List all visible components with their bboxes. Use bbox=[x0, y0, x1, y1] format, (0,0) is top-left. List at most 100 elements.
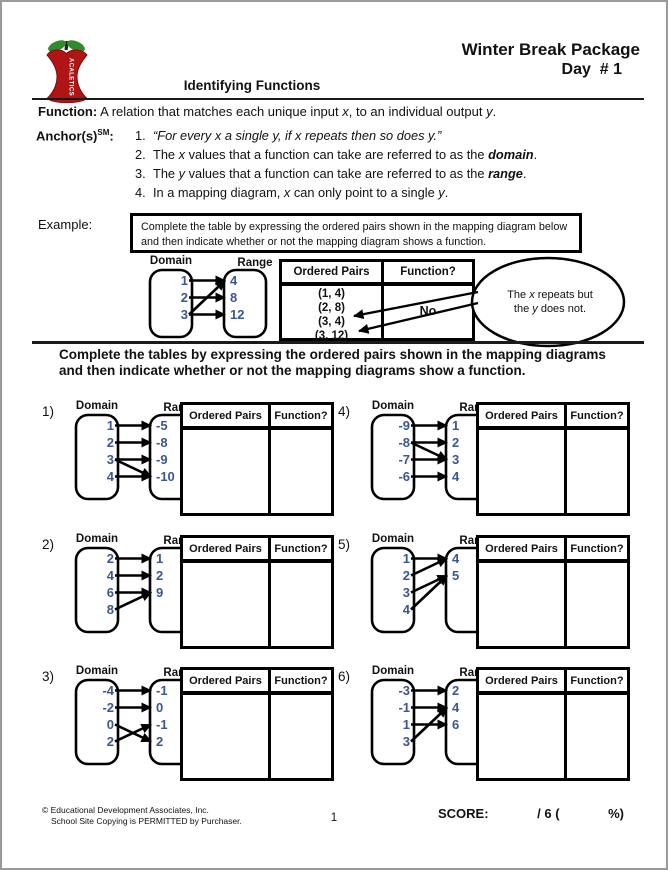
callout-ellipse bbox=[470, 256, 626, 348]
score-line: SCORE: / 6 ( %) bbox=[438, 806, 624, 821]
function-definition: Function: A relation that matches each u… bbox=[38, 104, 497, 119]
domain-label: Domain bbox=[150, 255, 192, 267]
ordered-pairs-input-cell[interactable] bbox=[479, 430, 567, 513]
range-value: 9 bbox=[156, 585, 163, 600]
range-value: 2 bbox=[156, 734, 163, 749]
domain-value: -6 bbox=[398, 469, 410, 484]
callout-arrow bbox=[358, 301, 479, 334]
example-label: Example: bbox=[38, 217, 93, 232]
document-title-block: Winter Break Package Day # 1 bbox=[462, 40, 640, 80]
range-value: 1 bbox=[452, 418, 459, 433]
answer-table: Ordered Pairs Function? bbox=[180, 667, 334, 781]
ordered-pairs-input-cell[interactable] bbox=[183, 695, 271, 778]
mapping-arrow bbox=[410, 557, 448, 577]
ordered-pairs-header: Ordered Pairs bbox=[183, 670, 271, 695]
function-header: Function? bbox=[567, 670, 627, 695]
function-input-cell[interactable] bbox=[271, 695, 331, 778]
domain-value: 4 bbox=[107, 568, 115, 583]
domain-value: -8 bbox=[398, 435, 410, 450]
score-label: SCORE: bbox=[438, 806, 489, 821]
problem-number: 3) bbox=[42, 669, 55, 684]
domain-label: Domain bbox=[372, 533, 414, 545]
mapping-arrow bbox=[114, 591, 152, 611]
problem-number: 1) bbox=[42, 404, 55, 419]
ordered-pairs-input-cell[interactable] bbox=[183, 563, 271, 646]
copyright: © Educational Development Associates, In… bbox=[42, 805, 242, 826]
function-header: Function? bbox=[384, 262, 472, 286]
range-value: 4 bbox=[452, 700, 460, 715]
ordered-pairs-header: Ordered Pairs bbox=[479, 538, 567, 563]
function-header: Function? bbox=[271, 670, 331, 695]
range-value: 1 bbox=[156, 551, 163, 566]
ordered-pairs-input-cell[interactable] bbox=[479, 563, 567, 646]
range-value: -1 bbox=[156, 683, 168, 698]
domain-value: 4 bbox=[107, 469, 115, 484]
example-ordered-pairs-cell: (1, 4)(2, 8)(3, 4)(3, 12) bbox=[282, 286, 384, 343]
leaf-icon bbox=[67, 40, 85, 52]
score-percent: %) bbox=[608, 806, 624, 821]
definition-term: Function: bbox=[38, 104, 98, 119]
function-input-cell[interactable] bbox=[567, 695, 627, 778]
domain-value: -3 bbox=[398, 683, 410, 698]
domain-value: -2 bbox=[102, 700, 114, 715]
domain-value: 3 bbox=[403, 734, 410, 749]
callout-graphic bbox=[353, 256, 626, 348]
domain-box bbox=[370, 413, 416, 501]
domain-label: Domain bbox=[76, 533, 118, 545]
mapping-arrow bbox=[410, 441, 448, 461]
domain-value: 2 bbox=[107, 734, 114, 749]
ordered-pair: (3, 4) bbox=[318, 316, 345, 328]
range-value: 4 bbox=[452, 469, 460, 484]
ordered-pairs-input-cell[interactable] bbox=[479, 695, 567, 778]
range-value: 0 bbox=[156, 700, 163, 715]
domain-label: Domain bbox=[372, 400, 414, 412]
mapping-arrow bbox=[410, 574, 448, 594]
function-input-cell[interactable] bbox=[271, 430, 331, 513]
anchor-item-2: 2.The x values that a function can take … bbox=[135, 147, 538, 162]
domain-value: 3 bbox=[107, 452, 114, 467]
header-rule bbox=[32, 98, 644, 100]
mapping-arrow bbox=[410, 574, 448, 611]
domain-box bbox=[370, 678, 416, 766]
domain-value: -4 bbox=[102, 683, 114, 698]
anchor-item-3: 3.The y values that a function can take … bbox=[135, 166, 527, 181]
ordered-pairs-header: Ordered Pairs bbox=[183, 538, 271, 563]
callout-text: The x repeats but the y does not. bbox=[507, 289, 593, 315]
domain-box bbox=[74, 678, 120, 766]
range-value: -8 bbox=[156, 435, 168, 450]
score-fraction: / 6 ( bbox=[537, 806, 560, 821]
function-input-cell[interactable] bbox=[567, 430, 627, 513]
domain-value: 0 bbox=[107, 717, 114, 732]
domain-value: 2 bbox=[107, 435, 114, 450]
answer-table: Ordered Pairs Function? bbox=[476, 667, 630, 781]
range-value: 2 bbox=[156, 568, 163, 583]
mapping-arrow bbox=[114, 723, 152, 743]
domain-value: -7 bbox=[398, 452, 410, 467]
range-value: 8 bbox=[230, 290, 237, 305]
domain-value: 1 bbox=[403, 717, 410, 732]
ordered-pairs-header: Ordered Pairs bbox=[479, 405, 567, 430]
apple-core-icon bbox=[46, 49, 88, 104]
ordered-pairs-input-cell[interactable] bbox=[183, 430, 271, 513]
function-header: Function? bbox=[271, 538, 331, 563]
ordered-pairs-header: Ordered Pairs bbox=[479, 670, 567, 695]
function-header: Function? bbox=[271, 405, 331, 430]
domain-value: -9 bbox=[398, 418, 410, 433]
domain-value: 6 bbox=[107, 585, 114, 600]
function-input-cell[interactable] bbox=[567, 563, 627, 646]
answer-table: Ordered Pairs Function? bbox=[180, 402, 334, 516]
function-input-cell[interactable] bbox=[271, 563, 331, 646]
ordered-pairs-header: Ordered Pairs bbox=[183, 405, 271, 430]
domain-label: Domain bbox=[372, 665, 414, 677]
ordered-pair: (2, 8) bbox=[318, 302, 345, 314]
domain-value: 2 bbox=[403, 568, 410, 583]
range-value: 4 bbox=[230, 273, 238, 288]
function-header: Function? bbox=[567, 405, 627, 430]
problem-number: 2) bbox=[42, 537, 55, 552]
